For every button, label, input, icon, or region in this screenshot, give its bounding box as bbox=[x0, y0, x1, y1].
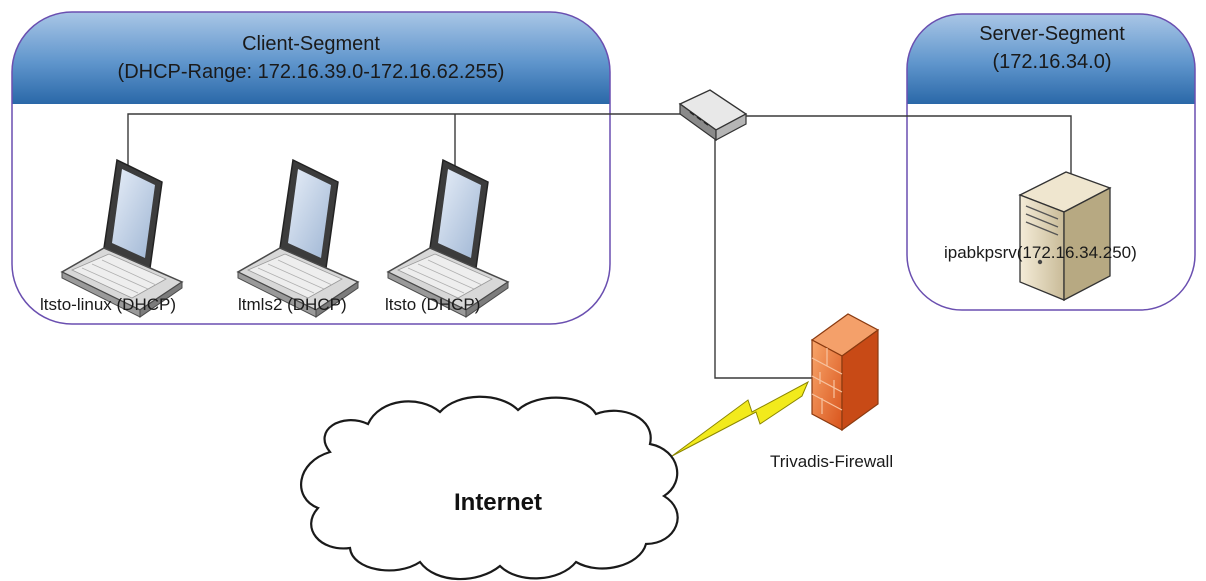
server-label: ipabkpsrv(172.16.34.250) bbox=[944, 243, 1137, 262]
laptop-label-2: ltmls2 (DHCP) bbox=[238, 295, 347, 314]
internet-label: Internet bbox=[454, 489, 542, 516]
server-segment-subnet: (172.16.34.0) bbox=[993, 51, 1112, 73]
server-segment-title: Server-Segment bbox=[979, 23, 1125, 45]
internet-cloud-icon[interactable] bbox=[300, 395, 679, 581]
firewall-label: Trivadis-Firewall bbox=[770, 452, 893, 471]
firewall-icon[interactable] bbox=[810, 313, 880, 432]
firewall-link-line bbox=[714, 132, 812, 379]
server-icon[interactable] bbox=[1018, 171, 1112, 302]
client-segment-title: Client-Segment bbox=[242, 33, 380, 55]
client-bus-line bbox=[127, 113, 690, 183]
client-segment-header bbox=[12, 12, 610, 104]
network-switch-icon[interactable] bbox=[678, 89, 748, 142]
laptop-label-1: ltsto-linux (DHCP) bbox=[40, 295, 176, 314]
lightning-icon bbox=[671, 380, 810, 457]
laptop-label-3: ltsto (DHCP) bbox=[385, 295, 480, 314]
client-segment-range: (DHCP-Range: 172.16.39.0-172.16.62.255) bbox=[118, 61, 505, 83]
server-segment: Server-Segment (172.16.34.0) bbox=[906, 13, 1196, 311]
server-segment-header bbox=[907, 14, 1195, 104]
